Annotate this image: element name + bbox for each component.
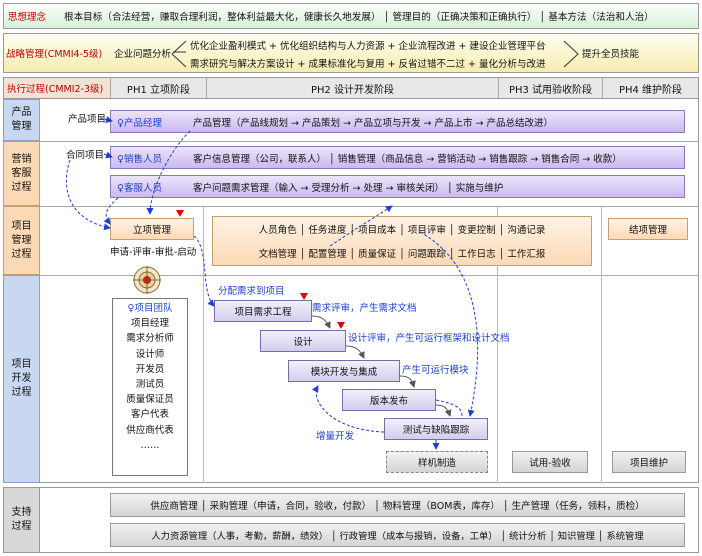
step-release: 版本发布 [342,389,436,411]
requirements-flag [300,293,308,300]
team-title: ♀项目团队 [127,303,173,314]
design-flag [337,322,345,329]
person-icon: ♀ [127,303,135,314]
philosophy-label: 思想理念 [8,12,47,23]
section-product: 产品 管理 [3,99,40,141]
step-module-dev: 模块开发与集成 [288,360,400,382]
team-member: 供应商代表 [126,424,174,436]
div-ph3 [601,207,602,483]
section-project-dev: 项目 开发 过程 [3,275,40,483]
phase-4: PH4 维护阶段 [602,78,698,98]
team-member: 项目经理 [130,318,169,330]
service-text: 客户问题需求管理（输入 → 受理分析 → 处理 → 审核关闭） │ 实施与维护 [193,182,504,194]
support-row2: 人力资源管理（人事，考勤，薪酬，绩效） │ 行政管理（成本与报销，设备，工单） … [110,523,685,547]
div-ph2 [497,207,498,483]
product-role: ♀产品经理 [117,117,162,129]
team-member: …… [140,439,160,451]
section-project-mgmt: 项目 管理 过程 [3,206,40,275]
team-member: 客户代表 [130,409,169,421]
strategy-brace-right [563,40,579,68]
team-member: 测试员 [135,379,165,391]
initiation-note: 申请-评审-审批-启动 [110,247,197,258]
sep-product [3,141,699,142]
increment-note: 增量开发 [316,431,355,442]
sep-projmgmt [3,275,699,276]
marketing-source: 合同项目 [66,150,105,161]
sales-bar: ♀销售人员 客户信息管理（公司，联系人） │ 销售管理（商品信息 → 营销活动 … [110,146,685,169]
step-requirements: 项目需求工程 [214,300,312,322]
mgmt-row1: 人员角色 │ 任务进度 │ 项目成本 │ 项目评审 │ 变更控制 │ 沟通记录 [258,225,546,236]
note-requirements: 需求评审，产生需求文档 [312,303,417,314]
initiation-flag [176,210,184,217]
team-member: 需求分析师 [126,333,174,345]
team-member: 开发员 [135,363,165,375]
team-box: ♀项目团队 项目经理 需求分析师 设计师 开发员 测试员 质量保证员 客户代表 … [112,298,188,476]
sep-marketing [3,206,699,207]
div-ph1 [203,207,204,483]
execution-header: 执行过程(CMMI2-3级) PH1 立项阶段 PH2 设计开发阶段 PH3 试… [3,77,699,99]
strategy-row [3,33,699,73]
note-module: 产生可运行模块 [402,365,469,376]
person-icon: ♀ [117,153,124,165]
section-marketing: 营销 客服 过程 [3,141,40,206]
mgmt-row2: 文档管理 │ 配置管理 │ 质量保证 │ 问题跟踪 │ 工作日志 │ 工作汇报 [258,249,546,260]
initiation-box: 立项管理 [110,218,194,240]
strategy-line1: 优化企业盈利模式 + 优化组织结构与人力资源 + 企业流程改进 + 建设企业管理… [190,41,546,52]
prototype-box: 样机制造 [386,451,488,473]
team-member: 质量保证员 [126,394,174,406]
maintenance-box: 项目维护 [612,451,686,473]
service-role: ♀客服人员 [117,182,162,194]
strategy-line2: 需求研究与解决方案设计 + 成果标准化与复用 + 反省过错不二过 + 量化分析与… [190,59,546,70]
assign-note: 分配需求到项目 [218,286,285,297]
sales-role: ♀销售人员 [117,153,162,165]
strategy-brace-left [171,40,187,68]
support-row1: 供应商管理 │ 采购管理（申请，合同，验收，付款） │ 物料管理（BOM表，库存… [110,493,685,517]
person-icon: ♀ [117,182,124,194]
phase-3: PH3 试用验收阶段 [499,78,603,98]
person-icon: ♀ [117,117,124,129]
closing-box: 结项管理 [608,218,688,240]
philosophy-row: 思想理念 根本目标（合法经营，赚取合理利润，整体利益最大化，健康长久地发展） │… [3,3,699,29]
target-icon [133,266,161,294]
phase-2: PH2 设计开发阶段 [206,78,500,98]
step-design: 设计 [260,330,346,352]
step-testing: 测试与缺陷跟踪 [384,418,488,440]
section-support: 支持 过程 [3,487,40,553]
support-frame [40,487,699,553]
product-bar: ♀产品经理 产品管理（产品线规划 → 产品策划 → 产品立项与开发 → 产品上市… [110,110,685,133]
execution-label: 执行过程(CMMI2-3级) [4,78,111,98]
team-member: 设计师 [135,348,165,360]
strategy-start: 企业问题分析 [114,49,172,60]
mgmt-activities: 人员角色 │ 任务进度 │ 项目成本 │ 项目评审 │ 变更控制 │ 沟通记录 … [212,216,592,266]
product-text: 产品管理（产品线规划 → 产品策划 → 产品立项与开发 → 产品上市 → 产品总… [193,117,553,129]
phase-1: PH1 立项阶段 [110,78,207,98]
service-bar: ♀客服人员 客户问题需求管理（输入 → 受理分析 → 处理 → 审核关闭） │ … [110,175,685,198]
product-source: 产品项目 [68,114,107,125]
sales-text: 客户信息管理（公司，联系人） │ 销售管理（商品信息 → 营销活动 → 销售跟踪… [193,153,622,165]
trial-box: 试用-验收 [512,451,588,473]
philosophy-text: 根本目标（合法经营，赚取合理利润，整体利益最大化，健康长久地发展） │ 管理目的… [64,12,654,23]
strategy-end: 提升全员技能 [582,49,640,60]
strategy-label: 战略管理(CMMI4-5级) [6,49,103,60]
note-design: 设计评审，产生可运行框架和设计文档 [348,333,510,344]
